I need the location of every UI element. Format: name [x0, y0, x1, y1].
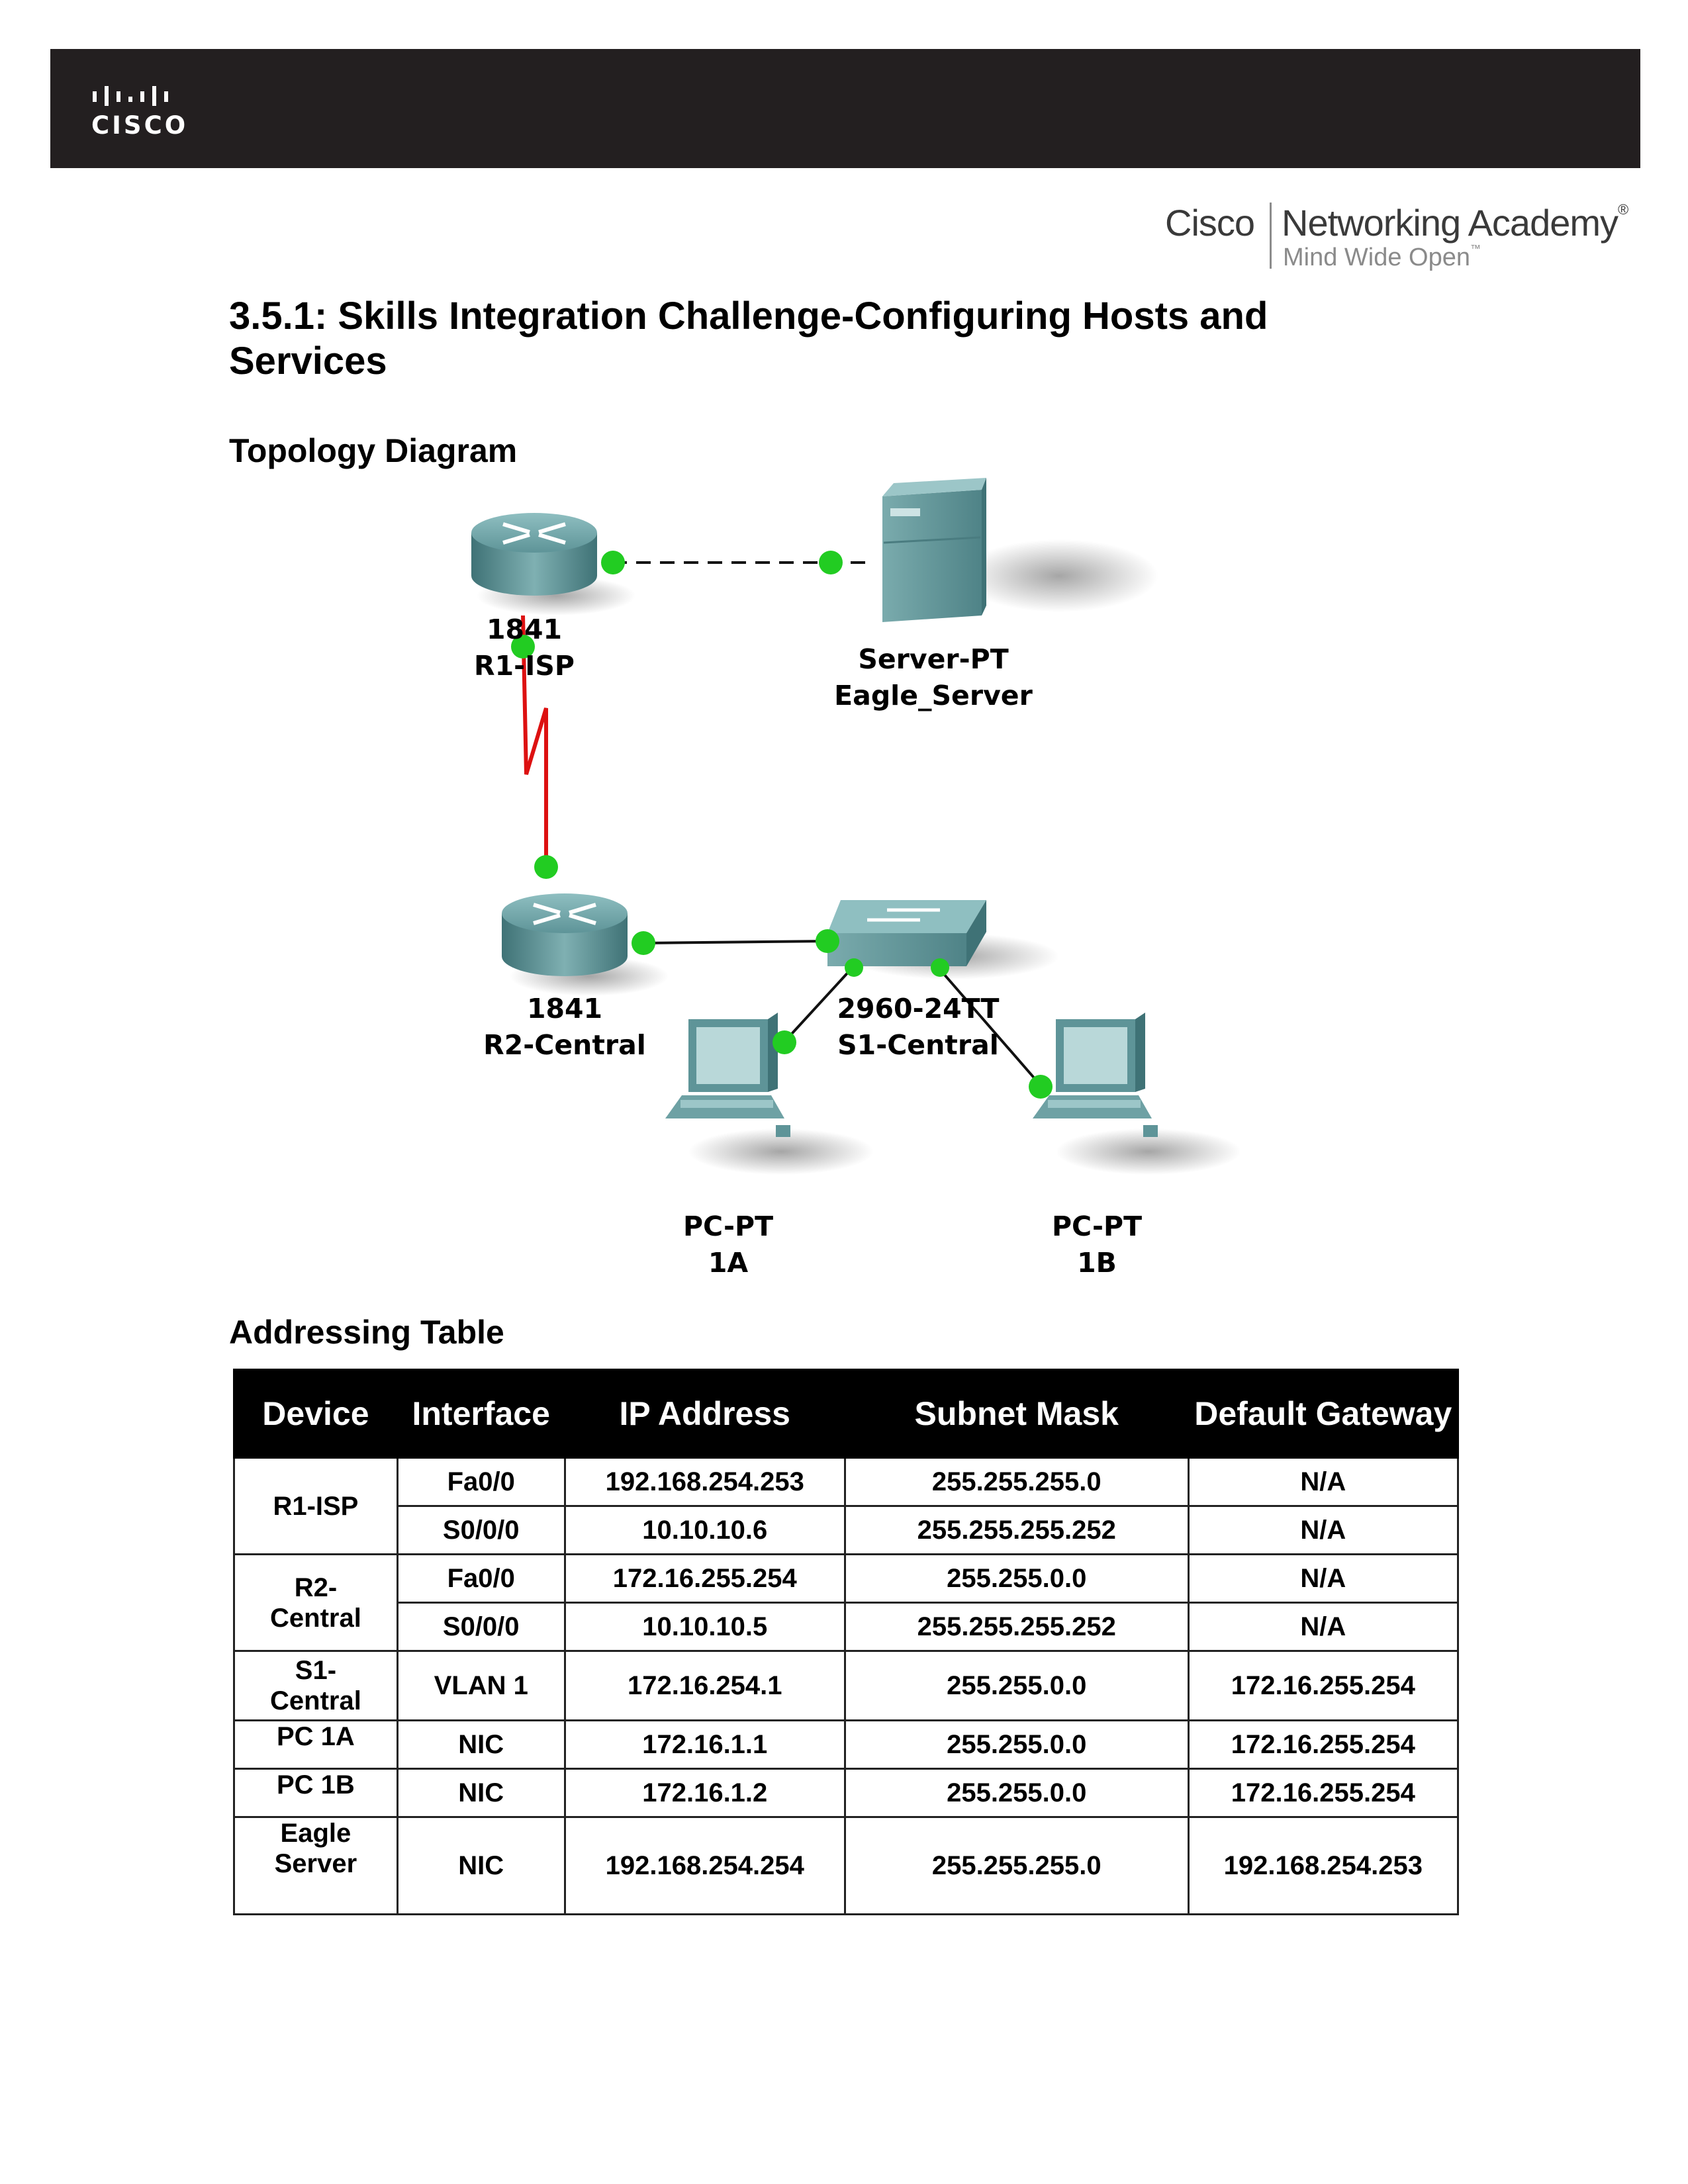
- r2-model-label: 1841: [527, 993, 602, 1024]
- link-r1-r2-serial: [521, 615, 548, 867]
- interface-cell: Fa0/0: [396, 1553, 566, 1604]
- document-title: 3.5.1: Skills Integration Challenge-Conf…: [229, 295, 1268, 383]
- router-icon-r1: [471, 513, 635, 615]
- cisco-bridge-icon: [93, 86, 168, 106]
- s1-model-label: 2960-24TT: [837, 993, 999, 1024]
- router-icon-r2: [502, 893, 669, 996]
- gateway-cell: 172.16.255.254: [1187, 1768, 1460, 1818]
- gateway-cell: N/A: [1187, 1505, 1460, 1555]
- cisco-wordmark: CISCO: [91, 111, 189, 140]
- interface-cell: NIC: [396, 1768, 566, 1818]
- r1-name-label: R1-ISP: [474, 650, 575, 682]
- col-header-device: Device: [233, 1369, 399, 1459]
- mask-cell: 255.255.0.0: [843, 1768, 1190, 1818]
- interface-cell: NIC: [396, 1719, 566, 1770]
- academy-tagline: Mind Wide Open™: [1283, 244, 1481, 271]
- col-header-ip-address: IP Address: [563, 1369, 846, 1459]
- pc1a-name-label: 1A: [708, 1247, 749, 1279]
- addressing-table: Device Interface IP Address Subnet Mask …: [233, 1369, 1460, 1915]
- device-cell: R1-ISP: [233, 1457, 399, 1555]
- link-light-pc1a: [773, 1030, 796, 1054]
- device-cell: PC 1A: [233, 1719, 399, 1770]
- mask-cell: 255.255.255.0: [843, 1816, 1190, 1915]
- mask-cell: 255.255.255.252: [843, 1505, 1190, 1555]
- header-bar: CISCO: [50, 49, 1640, 168]
- ip-cell: 172.16.254.1: [563, 1650, 846, 1721]
- networking-academy-logo: Cisco Networking Academy® Mind Wide Open…: [1165, 196, 1642, 275]
- ip-cell: 172.16.1.1: [563, 1719, 846, 1770]
- link-s1-pc1b: [939, 968, 1042, 1087]
- interface-cell: S0/0/0: [396, 1602, 566, 1652]
- device-cell: Eagle Server: [233, 1816, 399, 1915]
- table-header-row: Device Interface IP Address Subnet Mask …: [233, 1369, 1460, 1459]
- link-light-s1-r2: [816, 929, 839, 953]
- link-light-r1-serial: [511, 635, 535, 659]
- addressing-heading: Addressing Table: [229, 1314, 504, 1351]
- mask-cell: 255.255.0.0: [843, 1553, 1190, 1604]
- gateway-cell: N/A: [1187, 1553, 1460, 1604]
- pc1b-model-label: PC-PT: [1052, 1210, 1142, 1242]
- pc1b-name-label: 1B: [1077, 1247, 1117, 1279]
- gateway-cell: 192.168.254.253: [1187, 1816, 1460, 1915]
- ip-cell: 192.168.254.253: [563, 1457, 846, 1507]
- col-header-subnet-mask: Subnet Mask: [843, 1369, 1190, 1459]
- table-row: PC 1A NIC 172.16.1.1 255.255.0.0 172.16.…: [233, 1719, 1460, 1770]
- gateway-cell: N/A: [1187, 1457, 1460, 1507]
- mask-cell: 255.255.0.0: [843, 1719, 1190, 1770]
- link-light-s1-pc1a: [845, 958, 863, 977]
- interface-cell: S0/0/0: [396, 1505, 566, 1555]
- interface-cell: NIC: [396, 1816, 566, 1915]
- ip-cell: 10.10.10.5: [563, 1602, 846, 1652]
- link-light-pc1b: [1029, 1075, 1053, 1099]
- link-light-r2-fa: [632, 931, 655, 955]
- interface-cell: Fa0/0: [396, 1457, 566, 1507]
- table-row: R1-ISP Fa0/0 192.168.254.253 255.255.255…: [233, 1457, 1460, 1555]
- r1-model-label: 1841: [487, 614, 562, 645]
- server-icon: [882, 478, 1158, 622]
- col-header-interface: Interface: [396, 1369, 566, 1459]
- link-light-r1-fa: [601, 551, 625, 574]
- device-cell: S1-Central: [233, 1650, 399, 1721]
- link-status-lights: [511, 551, 1053, 1099]
- mask-cell: 255.255.255.252: [843, 1602, 1190, 1652]
- ip-cell: 172.16.1.2: [563, 1768, 846, 1818]
- mask-cell: 255.255.0.0: [843, 1650, 1190, 1721]
- ip-cell: 192.168.254.254: [563, 1816, 846, 1915]
- cisco-logo: CISCO: [79, 78, 199, 140]
- academy-brand: Cisco: [1165, 202, 1255, 244]
- table-row: PC 1B NIC 172.16.1.2 255.255.0.0 172.16.…: [233, 1768, 1460, 1818]
- academy-divider: [1270, 203, 1272, 269]
- table-row: S0/0/0 10.10.10.6 255.255.255.252 N/A: [234, 1505, 1460, 1555]
- table-row: S0/0/0 10.10.10.5 255.255.255.252 N/A: [234, 1602, 1460, 1652]
- link-light-r2-serial: [534, 855, 558, 879]
- server-name-label: Eagle_Server: [834, 680, 1033, 711]
- switch-icon: [827, 900, 1059, 979]
- col-header-default-gateway: Default Gateway: [1187, 1369, 1460, 1459]
- pc-icon-1a: [665, 1013, 874, 1175]
- r2-name-label: R2-Central: [483, 1029, 646, 1061]
- table-row: S1-Central VLAN 1 172.16.254.1 255.255.0…: [233, 1650, 1460, 1721]
- gateway-cell: N/A: [1187, 1602, 1460, 1652]
- topology-diagram: 1841 R1-ISP Server-PT Eagle_Server 1841 …: [471, 478, 1241, 1279]
- pc1a-model-label: PC-PT: [683, 1210, 773, 1242]
- gateway-cell: 172.16.255.254: [1187, 1650, 1460, 1721]
- topology-heading: Topology Diagram: [229, 432, 518, 469]
- academy-name: Networking Academy®: [1282, 201, 1628, 244]
- pc-icon-1b: [1033, 1013, 1241, 1175]
- ip-cell: 10.10.10.6: [563, 1505, 846, 1555]
- gateway-cell: 172.16.255.254: [1187, 1719, 1460, 1770]
- link-light-server: [819, 551, 843, 574]
- ip-cell: 172.16.255.254: [563, 1553, 846, 1604]
- link-light-s1-pc1b: [931, 958, 949, 977]
- mask-cell: 255.255.255.0: [843, 1457, 1190, 1507]
- server-model-label: Server-PT: [858, 643, 1008, 675]
- device-cell: R2-Central: [233, 1553, 399, 1652]
- table-row: R2-Central Fa0/0 172.16.255.254 255.255.…: [233, 1553, 1460, 1652]
- table-row: Eagle Server NIC 192.168.254.254 255.255…: [233, 1816, 1460, 1915]
- device-cell: PC 1B: [233, 1768, 399, 1818]
- s1-name-label: S1-Central: [837, 1029, 999, 1061]
- link-r2-s1: [643, 940, 828, 944]
- interface-cell: VLAN 1: [396, 1650, 566, 1721]
